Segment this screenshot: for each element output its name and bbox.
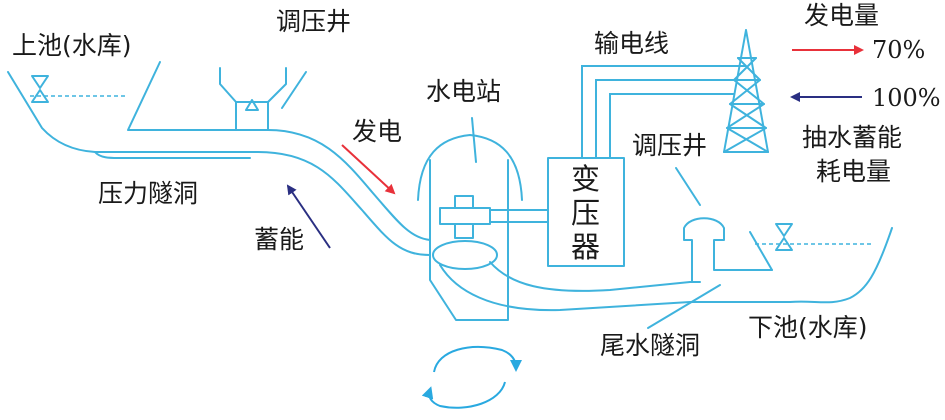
upper-reservoir-right-bank — [127, 61, 237, 131]
water-level-icon — [31, 75, 49, 103]
generate-flow-arrow — [341, 144, 396, 195]
pumping-percent: 100% — [872, 84, 941, 112]
lower-reservoir-left-bank — [749, 231, 773, 271]
tailwater-tunnel-leader — [647, 284, 721, 329]
pressure-tunnel-upper-edge — [235, 129, 431, 241]
cycle-arrows-icon — [421, 346, 522, 409]
generation-title: 发电量 — [804, 1, 880, 30]
generation-percent: 70% — [872, 36, 926, 64]
transformer-box — [547, 157, 625, 267]
water-level-icon — [775, 223, 793, 251]
transmission-tower-icon — [723, 29, 769, 153]
power-station-label: 水电站 — [426, 77, 502, 106]
tailwater-tunnel-upper — [489, 261, 701, 292]
upper-reservoir-label: 上池(水库) — [12, 31, 132, 60]
power-station-body — [429, 159, 509, 321]
generate-label: 发电 — [352, 117, 403, 146]
pressure-tunnel-bottom — [94, 151, 251, 159]
turbine-generator — [432, 195, 549, 270]
surge-tank-right-leader — [675, 167, 701, 206]
surge-tank-right — [683, 217, 773, 283]
lower-reservoir-basin — [789, 227, 893, 304]
pressure-tunnel-label: 压力隧洞 — [98, 179, 199, 208]
tailwater-tunnel-label: 尾水隧洞 — [600, 331, 701, 360]
upper-reservoir-basin — [7, 71, 119, 153]
transformer-label-2: 压 — [571, 196, 601, 230]
storage-flow-arrow — [286, 184, 331, 249]
transmission-lines — [581, 65, 746, 158]
storage-label: 蓄能 — [254, 225, 305, 254]
tailwater-tunnel-lower — [439, 264, 791, 312]
transformer-label-3: 器 — [571, 230, 601, 264]
transmission-line-label: 输电线 — [594, 29, 670, 58]
power-station-dome-leader — [471, 117, 477, 163]
pressure-tunnel-top — [99, 151, 431, 256]
surge-tank-top-label: 调压井 — [276, 7, 352, 36]
surge-tank-top-leader — [281, 71, 307, 109]
transformer-label-1: 变 — [571, 162, 601, 196]
pumping-consumption-line1: 抽水蓄能 — [802, 123, 903, 152]
surge-tank-right-label: 调压井 — [632, 131, 708, 160]
lower-reservoir-label: 下池(水库) — [748, 313, 868, 342]
surge-tank-top — [219, 67, 287, 131]
pumping-consumption-line2: 耗电量 — [816, 157, 892, 186]
power-station-dome — [417, 134, 523, 201]
